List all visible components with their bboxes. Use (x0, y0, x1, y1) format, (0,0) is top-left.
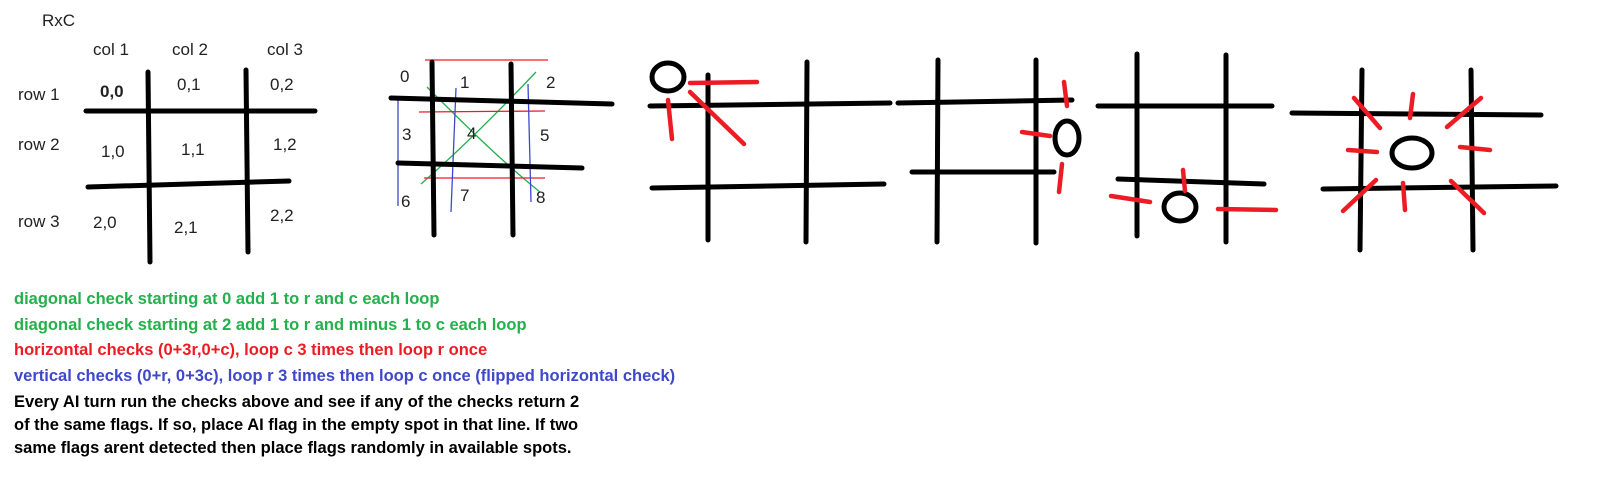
horizontal-check-lines (418, 59, 548, 179)
col-header-1: col 1 (93, 40, 129, 59)
grid-line (1289, 110, 1544, 118)
horizontal-line (418, 110, 546, 113)
grid-lines (1289, 67, 1559, 253)
cell-0-2: 0,2 (270, 75, 294, 94)
neighbor-mark (687, 79, 760, 86)
index-8: 8 (536, 188, 545, 207)
neighbor-mark (1444, 95, 1484, 130)
grid-line (803, 59, 810, 245)
grid-line (508, 61, 516, 238)
indexed-grid: 0 1 2 3 4 5 6 7 8 (388, 59, 615, 238)
index-1: 1 (460, 73, 469, 92)
grid-line (1357, 67, 1365, 253)
example-grid-edge-bottom (1095, 51, 1279, 245)
neighbor-mark (1019, 129, 1053, 139)
grid-line (895, 97, 1075, 106)
neighbor-marks (1340, 91, 1493, 216)
vertical-line (450, 87, 457, 213)
neighbor-mark (1345, 147, 1380, 155)
example-grid-center (1289, 67, 1559, 253)
grid-line (649, 181, 887, 191)
neighbor-mark (1400, 180, 1408, 213)
grid-line (1320, 183, 1559, 192)
note-vertical: vertical checks (0+r, 0+3c), loop r 3 ti… (14, 366, 676, 385)
neighbor-marks (1108, 167, 1279, 213)
neighbor-mark (1108, 193, 1153, 205)
cell-0-0: 0,0 (100, 82, 124, 101)
neighbor-mark (1340, 177, 1379, 214)
index-3: 3 (402, 125, 411, 144)
note-diagonal-1: diagonal check starting at 0 add 1 to r … (14, 290, 440, 308)
neighbor-marks (665, 79, 760, 147)
neighbor-mark (1351, 95, 1383, 131)
o-flag (1052, 118, 1082, 158)
col-header-2: col 2 (172, 40, 208, 59)
grid-line (395, 160, 585, 171)
neighbor-mark (665, 97, 675, 142)
grid-lines (895, 57, 1075, 246)
note-diagonal-2: diagonal check starting at 2 add 1 to r … (14, 315, 527, 334)
neighbor-marks (1019, 79, 1070, 195)
grid-lines (1095, 51, 1275, 245)
cell-2-0: 2,0 (93, 213, 117, 232)
neighbor-mark (1448, 178, 1487, 216)
neighbor-mark (1180, 167, 1188, 194)
note-ai-line-1: Every AI turn run the checks above and s… (14, 393, 580, 411)
o-flag (1161, 190, 1199, 224)
grid-lines (647, 59, 893, 245)
col-header-3: col 3 (267, 40, 303, 59)
o-flag (649, 60, 687, 94)
notes: diagonal check starting at 0 add 1 to r … (14, 287, 675, 460)
note-horizontal: horizontal checks (0+3r,0+c), loop c 3 t… (14, 341, 488, 359)
neighbor-mark (1215, 206, 1279, 213)
index-6: 6 (401, 192, 410, 211)
note-ai-logic: Every AI turn run the checks above and s… (14, 391, 675, 460)
cell-1-0: 1,0 (101, 142, 125, 161)
neighbor-mark (1407, 91, 1416, 121)
grid-line (145, 69, 153, 265)
o-flag (1389, 135, 1435, 171)
cell-2-2: 2,2 (270, 206, 294, 225)
cell-1-2: 1,2 (273, 135, 297, 154)
cell-2-1: 2,1 (174, 218, 198, 237)
example-grid-edge-right (895, 57, 1082, 246)
row-header-3: row 3 (18, 212, 60, 231)
grid-line (85, 178, 292, 190)
note-ai-line-2: of the same flags. If so, place AI flag … (14, 416, 579, 434)
grid-line (1115, 176, 1267, 187)
grid-title: RxC (42, 11, 75, 30)
grid-line (1468, 67, 1476, 253)
index-2: 2 (546, 73, 555, 92)
diagonal-check-lines (420, 71, 541, 193)
rxc-grid: RxC col 1 col 2 col 3 row 1 row 2 row 3 … (18, 11, 318, 265)
neighbor-mark (1061, 79, 1070, 109)
grid-line (647, 100, 893, 109)
neighbor-mark (687, 89, 747, 147)
example-grid-corner (647, 59, 893, 245)
indexed-grid-lines (388, 59, 615, 238)
cell-1-1: 1,1 (181, 140, 205, 159)
grid-line (429, 59, 437, 238)
row-header-1: row 1 (18, 85, 60, 104)
rxc-grid-lines (83, 67, 318, 265)
index-4: 4 (467, 124, 476, 143)
note-ai-line-3: same flags arent detected then place fla… (14, 439, 572, 457)
neighbor-mark (1056, 161, 1065, 195)
grid-line (243, 67, 251, 255)
row-header-2: row 2 (18, 135, 60, 154)
grid-line (388, 95, 615, 107)
index-0: 0 (400, 67, 409, 86)
index-7: 7 (460, 186, 469, 205)
neighbor-mark (1457, 144, 1493, 153)
cell-0-1: 0,1 (177, 75, 201, 94)
grid-line (934, 57, 941, 245)
index-5: 5 (540, 126, 549, 145)
